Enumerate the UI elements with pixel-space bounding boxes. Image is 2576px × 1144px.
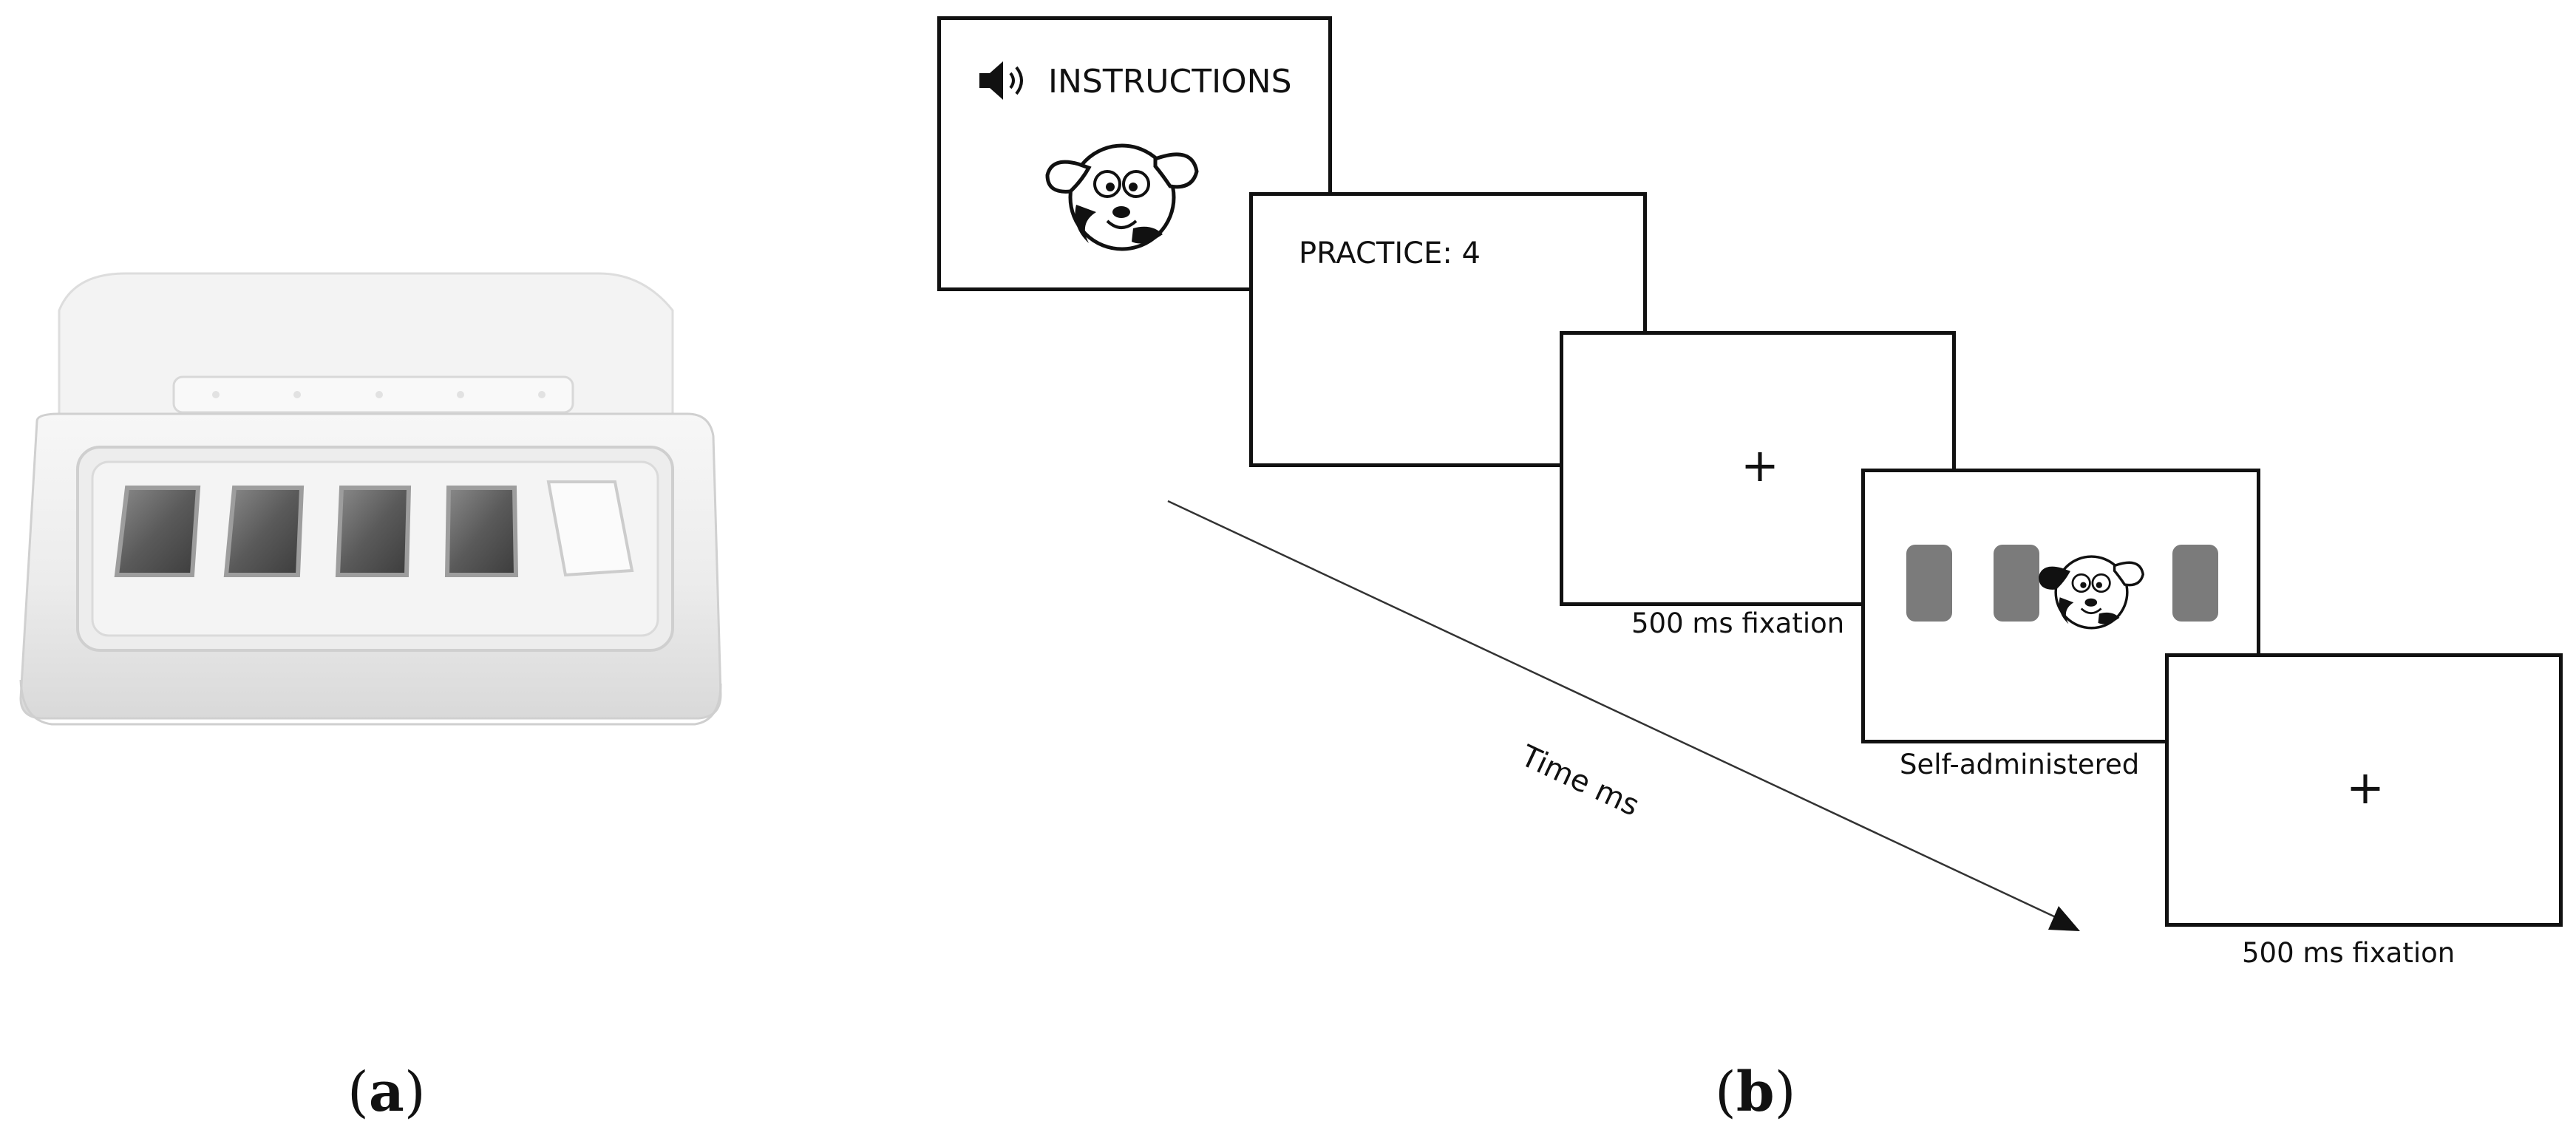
instructions-text: INSTRUCTIONS [1048,63,1292,101]
practice-text: PRACTICE: 4 [1299,236,1481,270]
time-arrow [1167,500,2080,931]
fixation-caption-2: 500 ms fixation [2242,937,2456,969]
dog-target-icon [2038,537,2145,637]
stimulus-caption: Self-administered [1900,749,2140,780]
location-placeholder-4 [2172,545,2218,622]
panel-label-a: (a) [347,1060,426,1124]
white-button [546,480,634,577]
location-placeholder-2 [1994,545,2039,622]
speaker-icon [976,58,1036,103]
indicator-lights [212,391,546,398]
fixation-cross: + [1741,438,1779,492]
dark-buttons [114,486,519,577]
response-box-photo [7,266,739,739]
fixation-cross: + [2346,760,2385,814]
fixation-screen-2: + [2165,653,2563,927]
fixation-caption-1: 500 ms fixation [1631,607,1845,639]
panel-label-b: (b) [1715,1060,1796,1124]
location-placeholder-1 [1906,545,1952,622]
dog-icon [1044,123,1200,256]
